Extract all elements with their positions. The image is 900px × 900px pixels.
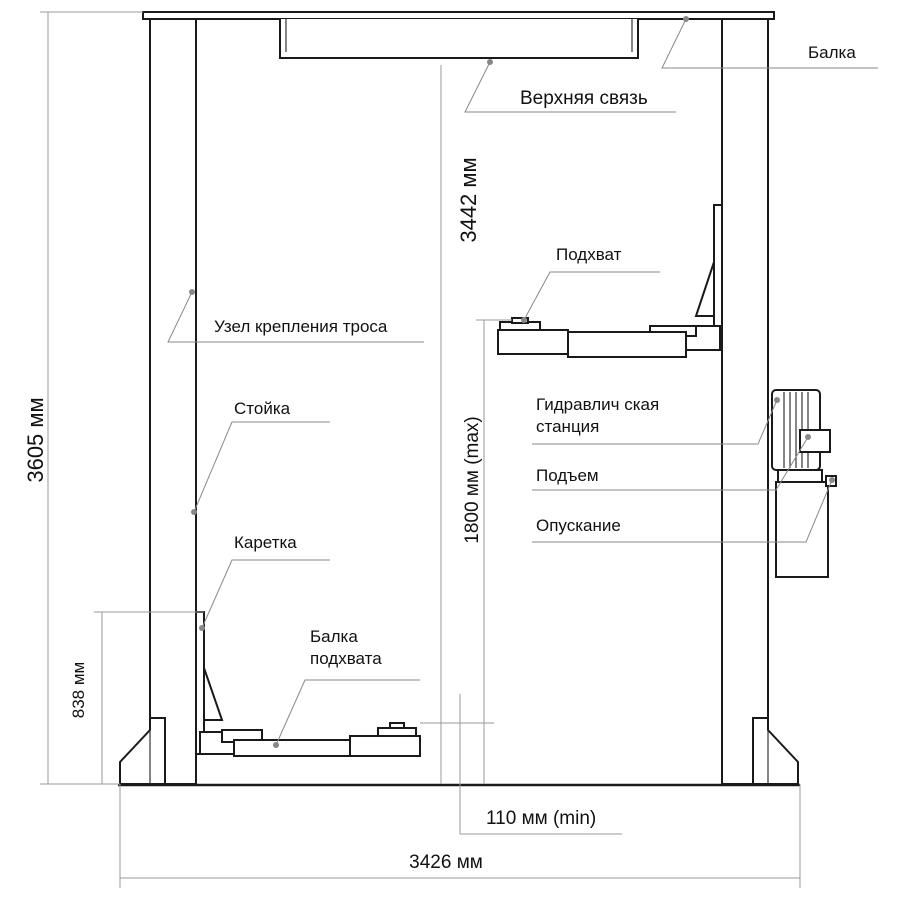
beam-label: Балка [808,43,856,62]
inner-height-label: 3442 мм [456,157,481,242]
dimension-labels: 3605 мм 3442 мм 1800 мм (max) 838 мм 110… [23,157,596,873]
left-base-plate [119,717,166,785]
total-width-label: 3426 мм [409,852,483,873]
carriage-height-label: 838 мм [69,662,88,718]
top-link [279,19,639,59]
carriage-label: Каретка [234,533,297,552]
pickup-label: Подхват [556,245,622,264]
lower-label: Опускание [536,516,621,535]
right-base-plate [752,717,799,785]
right-post [721,18,769,785]
hydraulic-station-label-line2: станция [536,417,599,436]
pickup-beam-label-line2: подхвата [310,649,382,668]
lift-label: Подъем [536,466,599,485]
left-post [149,18,197,785]
lift-structure [118,11,837,787]
hydraulic-station [771,389,837,578]
hydraulic-station-label-line1: Гидравлич ская [536,395,659,414]
top-beam [142,11,775,20]
total-height-label: 3605 мм [23,397,48,482]
post-label: Стойка [234,399,291,418]
pickup-beam-label-line1: Балка [310,627,358,646]
min-height-label: 110 мм (min) [486,808,596,829]
leader-lines [167,16,878,748]
left-carriage [195,611,421,757]
component-labels: Балка Верхняя связь Подхват Узел креплен… [214,43,856,668]
dimension-lines [40,11,801,888]
cable-node-label: Узел крепления троса [214,317,388,336]
top-link-label: Верхняя связь [520,88,648,109]
right-carriage [497,204,723,358]
max-lift-label: 1800 мм (max) [462,416,483,544]
